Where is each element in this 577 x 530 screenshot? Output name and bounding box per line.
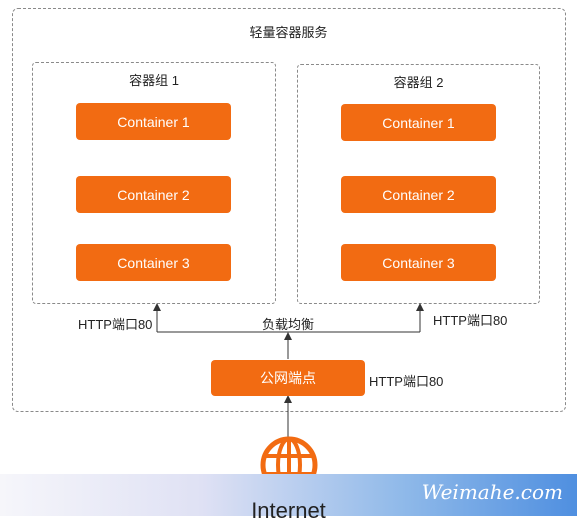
service-title: 轻量容器服务 — [249, 25, 328, 40]
load-balancer-label: 负载均衡 — [261, 317, 314, 332]
group-2-container-3[interactable]: Container 3 — [341, 244, 496, 281]
group-2-container-2[interactable]: Container 2 — [341, 176, 496, 213]
blur-overlay — [0, 474, 577, 516]
service-boundary — [12, 8, 566, 412]
public-endpoint-box[interactable]: 公网端点 — [211, 360, 365, 396]
container-group-1-label: 容器组 1 — [129, 73, 179, 88]
watermark-text: Weimahe.com — [421, 480, 563, 504]
port-label-public: HTTP端口80 — [369, 374, 444, 389]
internet-label: Internet — [251, 498, 326, 523]
container-group-2-label: 容器组 2 — [393, 75, 444, 90]
group-1-container-2[interactable]: Container 2 — [76, 176, 231, 213]
port-label-right: HTTP端口80 — [433, 313, 508, 328]
port-label-left: HTTP端口80 — [78, 317, 153, 332]
group-2-container-1[interactable]: Container 1 — [341, 104, 496, 141]
group-1-container-3[interactable]: Container 3 — [76, 244, 231, 281]
group-1-container-1[interactable]: Container 1 — [76, 103, 231, 140]
